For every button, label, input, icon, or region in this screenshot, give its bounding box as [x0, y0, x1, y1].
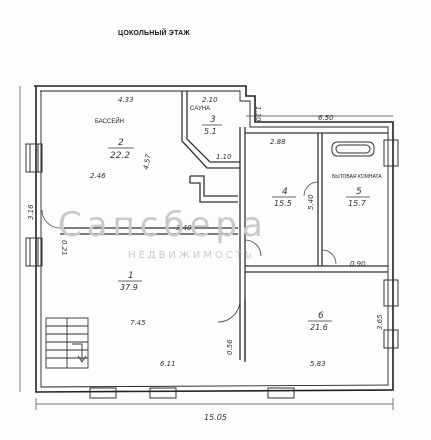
watermark-brand: Сапсбера: [58, 205, 268, 245]
room-2: 2 22.2: [108, 138, 134, 161]
room-number: 6: [318, 311, 324, 321]
dim-4-57: 4.57: [142, 153, 153, 170]
sauna-label: САУНА: [190, 106, 210, 112]
utility-room-label: БЫТОВАЯ КОМНАТА: [332, 174, 382, 180]
room-area: 15.5: [274, 199, 292, 208]
dim-6-11: 6.11: [160, 360, 176, 368]
room-area: 37.9: [120, 283, 138, 292]
room-1: 1 37.9: [118, 271, 142, 292]
dimension-lines: [19, 86, 394, 410]
outer-walls: [34, 85, 394, 393]
dim-4-33: 4.33: [118, 96, 134, 104]
room-number: 2: [118, 138, 124, 148]
watermark: Сапсбера НЕДВИЖИМОСТЬ: [58, 205, 268, 261]
inner-walls: [60, 91, 388, 362]
bathtub-icon: [331, 141, 375, 157]
room-6: 6 21.6: [308, 311, 332, 332]
dim-7-45: 7.45: [130, 319, 146, 327]
dim-2-88: 2.88: [270, 138, 286, 146]
dim-2-46: 2.46: [90, 172, 106, 180]
dim-1-10: 1.10: [216, 153, 232, 161]
pool-label: БАССЕЙН: [95, 117, 124, 125]
room-area: 5.1: [204, 127, 217, 136]
watermark-sub: НЕДВИЖИМОСТЬ: [128, 250, 255, 261]
dim-15-05: 15.05: [204, 413, 227, 422]
room-3: 3 5.1: [202, 115, 222, 136]
dim-5-40: 5.40: [307, 194, 315, 210]
dim-6-50: 6.50: [318, 114, 334, 122]
room-area: 21.6: [310, 323, 328, 332]
room-number: 1: [128, 271, 134, 281]
window-marks: [25, 139, 399, 399]
dimension-labels: 4.33 2.10 1.30 6.50 2.88 4.57 2.46 1.10 …: [27, 96, 384, 422]
dim-3-16: 3.16: [27, 204, 35, 220]
room-number: 5: [356, 187, 362, 197]
staircase-icon: [45, 317, 89, 369]
room-5: 5 15.7: [346, 187, 370, 208]
dim-3-65: 3.65: [376, 314, 384, 330]
room-4: 4 15.5: [272, 187, 296, 208]
dim-0-90: 0.90: [350, 260, 366, 268]
dim-3-40: 3.40: [176, 224, 192, 232]
plan-title: ЦОКОЛЬНЫЙ ЭТАЖ: [118, 30, 190, 37]
dim-2-10: 2.10: [202, 96, 218, 104]
dim-1-30: 1.30: [254, 106, 262, 122]
dim-5-83: 5.83: [310, 360, 326, 368]
dim-0-56: 0.56: [226, 339, 234, 355]
room-area: 15.7: [348, 199, 367, 208]
door-marks: [41, 181, 337, 323]
room-number: 4: [282, 187, 288, 197]
dim-0-21: 0.21: [60, 240, 68, 256]
room-number: 3: [210, 115, 216, 125]
room-area: 22.2: [110, 151, 130, 161]
